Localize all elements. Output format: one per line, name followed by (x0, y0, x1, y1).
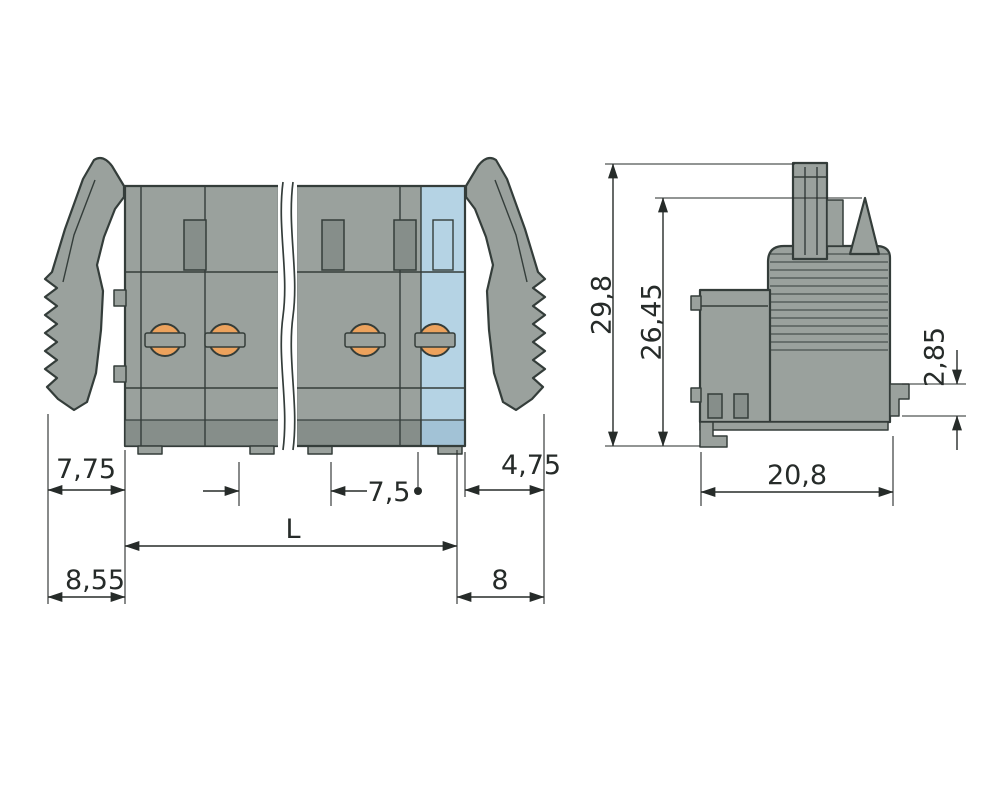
dim-l: L (285, 514, 300, 545)
lever-arm-line (62, 179, 96, 283)
dim-7-75: 7,75 (56, 454, 116, 485)
latch-support (826, 199, 844, 247)
mounting-foot (137, 445, 163, 455)
dim-26-45: 26,45 (636, 283, 667, 360)
front-view (43, 156, 547, 455)
break-line (280, 181, 286, 451)
latch-window (321, 219, 345, 271)
dim-29-8: 29,8 (586, 275, 617, 335)
dimensions: 7,75 8,55 7,5 L 8 4,75 29,8 26,45 2,85 2… (47, 163, 966, 604)
foot-peg (707, 393, 723, 419)
break-line (290, 181, 296, 451)
bottom-foot-hook (699, 421, 728, 448)
latch-window (432, 219, 454, 271)
lever-arm-line (494, 179, 528, 283)
foot-peg (733, 393, 749, 419)
mounting-foot (437, 445, 463, 455)
locking-lever-left (43, 156, 126, 412)
strain-relief-hook (889, 383, 910, 417)
mounting-foot (249, 445, 275, 455)
bottom-plate (699, 421, 889, 431)
housing-bottom-strip (124, 419, 280, 447)
coded-pole-highlight (421, 186, 465, 420)
dim-2-85: 2,85 (919, 327, 950, 387)
latch-window (183, 219, 207, 271)
latch-window (393, 219, 417, 271)
front-notch (690, 387, 702, 403)
dim-20-8: 20,8 (767, 460, 827, 491)
lever-tip (848, 196, 881, 256)
lever-ribs (770, 253, 888, 351)
coded-pole-bottom-strip (420, 419, 466, 447)
front-notch (690, 295, 702, 311)
dim-4-75: 4,75 (501, 450, 561, 481)
side-view (690, 161, 910, 448)
housing-bottom-strip (295, 419, 422, 447)
dim-8-55: 8,55 (65, 565, 125, 596)
dim-7-5: 7,5 (368, 477, 411, 508)
locking-lever-right (464, 156, 547, 412)
dim-reference-dot (414, 487, 422, 495)
mounting-foot (307, 445, 333, 455)
dim-8: 8 (491, 565, 508, 596)
side-tab (113, 365, 127, 383)
side-tab (113, 289, 127, 307)
